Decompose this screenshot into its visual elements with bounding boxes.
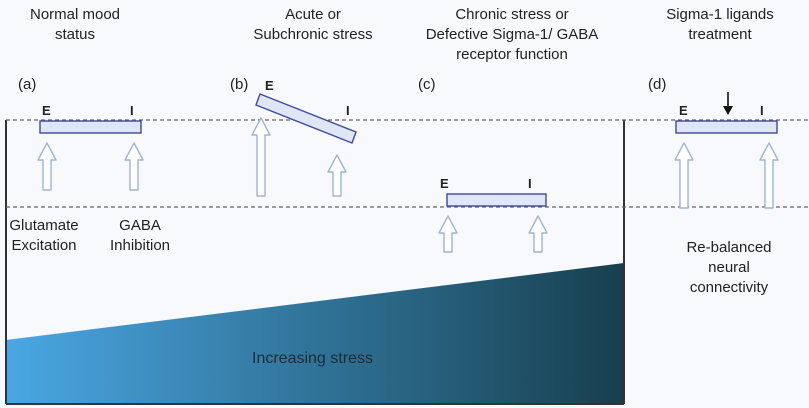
- inhibition-arrow-b: [327, 154, 347, 197]
- caption-gaba-line2: Inhibition: [109, 237, 171, 254]
- inhibition-arrow-d: [759, 142, 779, 209]
- balance-bar-a: [39, 120, 142, 134]
- header-a-line2: status: [54, 26, 96, 43]
- header-d: Sigma-1 ligands treatment: [655, 5, 785, 45]
- ligand-pointer-arrowhead: [723, 106, 733, 115]
- header-a: Normal mood status: [15, 5, 135, 45]
- header-b-line2: Subchronic stress: [253, 26, 373, 43]
- increasing-stress-label: Increasing stress: [252, 350, 373, 367]
- caption-rebalanced-line2: neural: [708, 259, 750, 276]
- caption-glutamate-line2: Excitation: [11, 237, 77, 254]
- excitation-arrow-a: [37, 142, 57, 191]
- caption-glutamate: Glutamate Excitation: [4, 216, 84, 256]
- balance-bar-c: [446, 193, 547, 207]
- header-c: Chronic stress or Defective Sigma-1/ GAB…: [412, 5, 612, 65]
- header-c-line3: receptor function: [456, 46, 568, 63]
- header-c-line2: Defective Sigma-1/ GABA: [425, 26, 599, 43]
- balance-bar-d: [675, 120, 778, 134]
- label-i-c: I: [528, 176, 532, 191]
- caption-glutamate-line1: Glutamate: [9, 217, 79, 234]
- caption-gaba: GABA Inhibition: [97, 216, 183, 256]
- header-b-line1: Acute or: [285, 6, 341, 23]
- header-b: Acute or Subchronic stress: [233, 5, 393, 45]
- excitation-arrow-b: [251, 117, 271, 197]
- caption-gaba-line1: GABA: [119, 217, 161, 234]
- balance-bar-b: [255, 93, 357, 144]
- caption-rebalanced-line3: connectivity: [689, 279, 769, 296]
- inhibition-arrow-a: [124, 142, 144, 191]
- label-e-b: E: [265, 78, 274, 93]
- panel-label-b: (b): [230, 76, 249, 93]
- label-i-b: I: [346, 103, 350, 118]
- panel-label-c: (c): [418, 76, 436, 93]
- stress-gradient-wedge: [6, 263, 624, 404]
- panel-label-a: (a): [18, 76, 37, 93]
- label-e-c: E: [440, 176, 449, 191]
- header-c-line1: Chronic stress or: [455, 6, 569, 23]
- excitation-arrow-c: [438, 215, 458, 253]
- caption-rebalanced: Re-balanced neural connectivity: [674, 238, 784, 298]
- label-e-d: E: [679, 103, 688, 118]
- label-e-a: E: [42, 103, 51, 118]
- header-a-line1: Normal mood: [29, 6, 121, 23]
- header-d-line2: treatment: [688, 26, 752, 43]
- label-i-d: I: [760, 103, 764, 118]
- label-i-a: I: [130, 103, 134, 118]
- caption-rebalanced-line1: Re-balanced: [686, 239, 772, 256]
- inhibition-arrow-c: [528, 215, 548, 253]
- panel-label-d: (d): [648, 76, 667, 93]
- excitation-arrow-d: [674, 142, 694, 209]
- header-d-line1: Sigma-1 ligands: [666, 6, 774, 23]
